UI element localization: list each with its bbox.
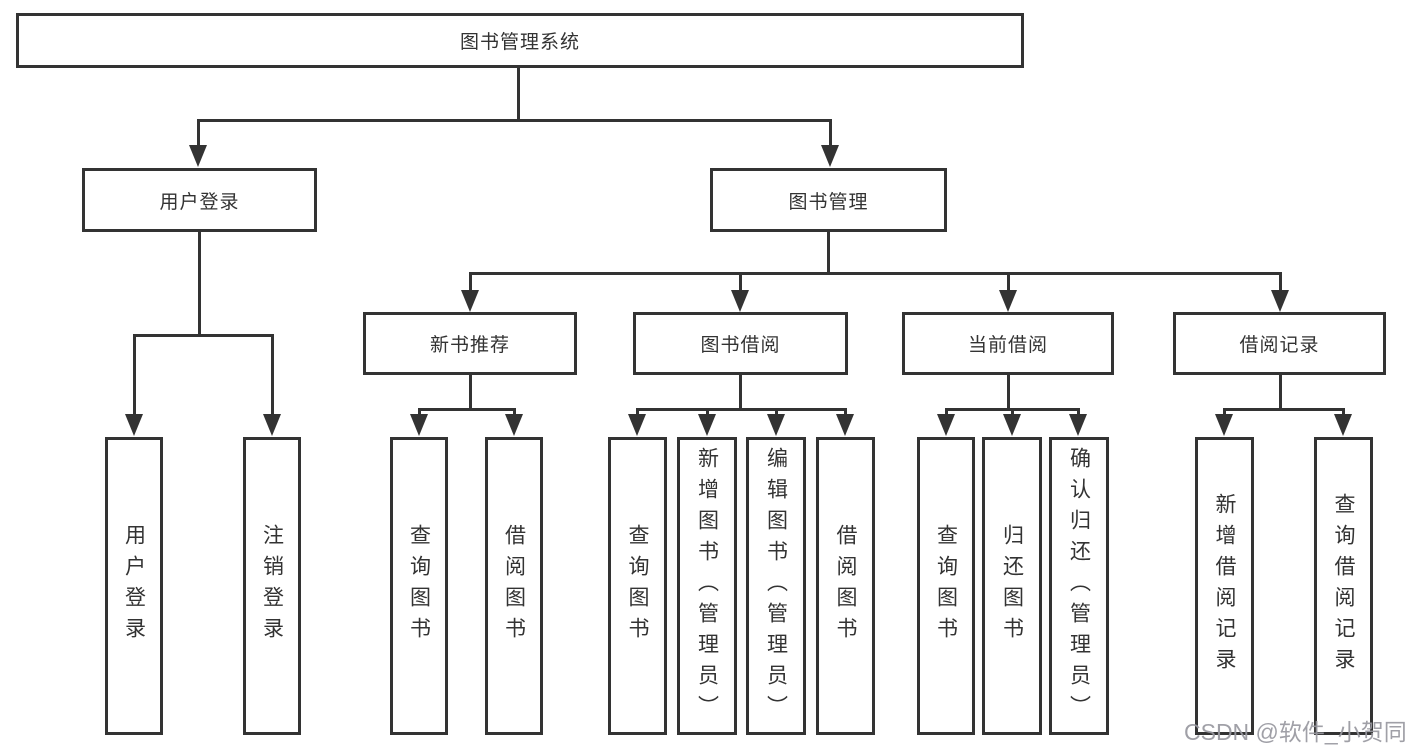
connector-vline (775, 408, 778, 418)
connector-vline (706, 408, 709, 418)
node-book-borrowing: 图书借阅 (633, 312, 848, 375)
leaf-add-books-admin: 新增图书（管理员） (677, 437, 737, 735)
connector-vline (945, 408, 948, 418)
node-user-login: 用户登录 (82, 168, 317, 232)
connector-vline (1007, 375, 1010, 409)
leaf-query-books-recommend: 查询图书 (390, 437, 448, 735)
arrowhead-down-icon (1271, 290, 1289, 312)
leaf-query-borrow-record: 查询借阅记录 (1314, 437, 1373, 735)
arrowhead-down-icon (505, 414, 523, 436)
connector-vline (198, 232, 201, 335)
arrowhead-down-icon (999, 290, 1017, 312)
leaf-return-books: 归还图书 (982, 437, 1042, 735)
node-current-borrowing: 当前借阅 (902, 312, 1114, 375)
arrowhead-down-icon (1215, 414, 1233, 436)
leaf-label: 归还图书 (1000, 524, 1024, 648)
connector-vline (739, 272, 742, 294)
leaf-borrow-books: 借阅图书 (816, 437, 875, 735)
leaf-query-books-borrowing: 查询图书 (608, 437, 667, 735)
node-borrowing-records: 借阅记录 (1173, 312, 1386, 375)
leaf-label: 查询图书 (407, 524, 431, 648)
arrowhead-down-icon (836, 414, 854, 436)
connector-vline (844, 408, 847, 418)
arrowhead-down-icon (937, 414, 955, 436)
arrowhead-down-icon (1069, 414, 1087, 436)
leaf-borrow-books-recommend: 借阅图书 (485, 437, 543, 735)
connector-vline (133, 334, 136, 416)
arrowhead-down-icon (263, 414, 281, 436)
node-library-management-system: 图书管理系统 (16, 13, 1024, 68)
leaf-label: 编辑图书（管理员） (764, 446, 788, 726)
connector-hline (469, 272, 1282, 275)
arrowhead-down-icon (628, 414, 646, 436)
arrowhead-down-icon (461, 290, 479, 312)
arrowhead-down-icon (1334, 414, 1352, 436)
leaf-label: 查询图书 (934, 524, 958, 648)
node-label: 图书管理 (788, 191, 869, 213)
connector-hline (636, 408, 847, 411)
node-label: 用户登录 (159, 191, 240, 213)
connector-vline (1011, 408, 1014, 418)
node-label: 图书借阅 (700, 335, 781, 356)
arrowhead-down-icon (821, 145, 839, 167)
leaf-label: 查询图书 (626, 524, 649, 648)
leaf-user-login: 用户登录 (105, 437, 163, 735)
leaf-query-books-current: 查询图书 (917, 437, 975, 735)
connector-hline (133, 334, 274, 337)
leaf-add-borrow-record: 新增借阅记录 (1195, 437, 1254, 735)
node-new-book-recommendation: 新书推荐 (363, 312, 577, 375)
connector-vline (636, 408, 639, 418)
leaf-label: 注销登录 (260, 524, 284, 648)
connector-vline (469, 375, 472, 409)
connector-vline (1279, 272, 1282, 294)
node-label: 当前借阅 (967, 335, 1048, 356)
leaf-confirm-return-admin: 确认归还（管理员） (1049, 437, 1109, 735)
leaf-label: 借阅图书 (502, 524, 526, 648)
connector-vline (271, 334, 274, 416)
connector-vline (513, 408, 516, 418)
arrowhead-down-icon (698, 414, 716, 436)
connector-vline (739, 375, 742, 409)
arrowhead-down-icon (410, 414, 428, 436)
connector-vline (827, 232, 830, 273)
connector-vline (1223, 408, 1226, 418)
leaf-label: 新增图书（管理员） (695, 446, 719, 726)
connector-vline (469, 272, 472, 294)
connector-vline (418, 408, 421, 418)
node-label: 图书管理系统 (459, 32, 580, 53)
arrowhead-down-icon (189, 145, 207, 167)
connector-vline (517, 68, 520, 120)
csdn-watermark: CSDN @软件_小贺同学 (1184, 719, 1405, 745)
connector-vline (829, 119, 832, 149)
leaf-label: 新增借阅记录 (1213, 493, 1236, 679)
leaf-edit-books-admin: 编辑图书（管理员） (746, 437, 806, 735)
connector-vline (1007, 272, 1010, 294)
leaf-label: 用户登录 (122, 524, 146, 648)
node-book-management: 图书管理 (710, 168, 947, 232)
connector-hline (197, 119, 832, 122)
arrowhead-down-icon (731, 290, 749, 312)
connector-vline (1279, 375, 1282, 409)
connector-vline (197, 119, 200, 149)
leaf-logout: 注销登录 (243, 437, 301, 735)
leaf-label: 查询借阅记录 (1332, 493, 1355, 679)
connector-vline (1342, 408, 1345, 418)
connector-vline (1077, 408, 1080, 418)
connector-hline (418, 408, 516, 411)
connector-hline (1223, 408, 1345, 411)
node-label: 新书推荐 (429, 335, 510, 356)
arrowhead-down-icon (767, 414, 785, 436)
arrowhead-down-icon (1003, 414, 1021, 436)
arrowhead-down-icon (125, 414, 143, 436)
leaf-label: 借阅图书 (834, 524, 857, 648)
node-label: 借阅记录 (1239, 335, 1320, 356)
leaf-label: 确认归还（管理员） (1067, 446, 1091, 726)
